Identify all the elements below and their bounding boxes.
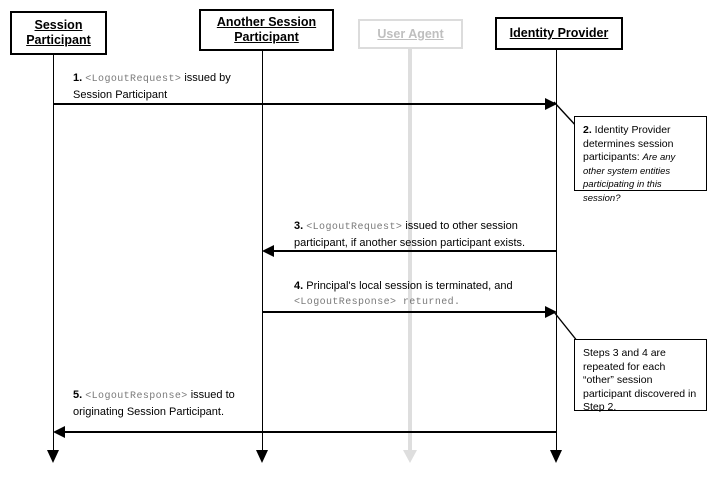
message-caption-1: 1. <LogoutRequest> issued by Session Par… <box>73 71 323 102</box>
message-text-1b: Session Participant <box>73 88 168 101</box>
note-connector-repeat <box>553 311 579 343</box>
lifeline-end-arrow-another-session-participant <box>256 450 268 463</box>
lifeline-end-arrow-session-participant <box>47 450 59 463</box>
message-arrow-line-4 <box>262 311 545 313</box>
note-number-2: 2. <box>583 124 592 136</box>
note-text-repeat: Steps 3 and 4 are repeated for each “oth… <box>583 347 697 413</box>
message-number-3: 3. <box>294 220 304 232</box>
actor-label-another-session-participant: Another Session Participant <box>213 15 320 45</box>
message-code-4: <LogoutResponse> returned. <box>294 296 461 308</box>
message-arrow-line-1 <box>53 103 545 105</box>
message-text-3b: participant, if another session particip… <box>294 236 526 249</box>
message-caption-5: 5. <LogoutResponse> issued to originatin… <box>73 388 323 419</box>
lifeline-identity-provider <box>556 50 557 453</box>
actor-label-line2: Participant <box>26 33 91 47</box>
actor-box-another-session-participant[interactable]: Another Session Participant <box>199 9 334 51</box>
message-text-5a: issued to <box>187 389 235 401</box>
message-code-5: <LogoutResponse> <box>85 391 188 402</box>
actor-label-line1: Another Session <box>216 15 317 29</box>
note-text-2: Identity Provider determines session par… <box>583 124 674 163</box>
message-number-1: 1. <box>73 72 83 84</box>
message-arrow-line-5 <box>64 431 556 433</box>
actor-label-user-agent: User Agent <box>377 26 444 41</box>
message-code-3: <LogoutRequest> <box>306 222 403 233</box>
lifeline-session-participant <box>53 55 54 453</box>
message-number-5: 5. <box>73 389 83 401</box>
actor-box-user-agent[interactable]: User Agent <box>358 19 463 49</box>
actor-label-line1: Session <box>34 18 83 32</box>
message-arrowhead-5 <box>53 426 65 438</box>
actor-label-line2: Participant <box>234 30 299 44</box>
actor-label-session-participant: Session Participant <box>22 18 95 48</box>
actor-box-identity-provider[interactable]: Identity Provider <box>495 17 623 50</box>
lifeline-end-arrow-user-agent <box>403 450 417 463</box>
message-arrowhead-1 <box>545 98 557 110</box>
message-text-1a: issued by <box>181 72 231 84</box>
message-caption-3: 3. <LogoutRequest> issued to other sessi… <box>294 219 550 250</box>
message-number-4: 4. <box>294 280 304 292</box>
note-step-2: 2. Identity Provider determines session … <box>574 116 707 204</box>
message-code-1: <LogoutRequest> <box>85 74 182 85</box>
actor-box-session-participant[interactable]: Session Participant <box>10 11 107 55</box>
note-italic-2: Are any other system entities participat… <box>583 152 676 204</box>
message-arrow-line-3 <box>273 250 556 252</box>
message-text-5b: originating Session Participant. <box>73 405 225 418</box>
lifeline-end-arrow-identity-provider <box>550 450 562 463</box>
actor-label-identity-provider: Identity Provider <box>509 26 609 40</box>
message-text-3a: issued to other session <box>402 220 518 232</box>
message-arrowhead-4 <box>545 306 557 318</box>
note-repeat-steps: Steps 3 and 4 are repeated for each “oth… <box>574 339 707 413</box>
message-text-4a: Principal's local session is terminated,… <box>306 280 513 292</box>
message-caption-4: 4. Principal's local session is terminat… <box>294 279 550 310</box>
message-arrowhead-3 <box>262 245 274 257</box>
